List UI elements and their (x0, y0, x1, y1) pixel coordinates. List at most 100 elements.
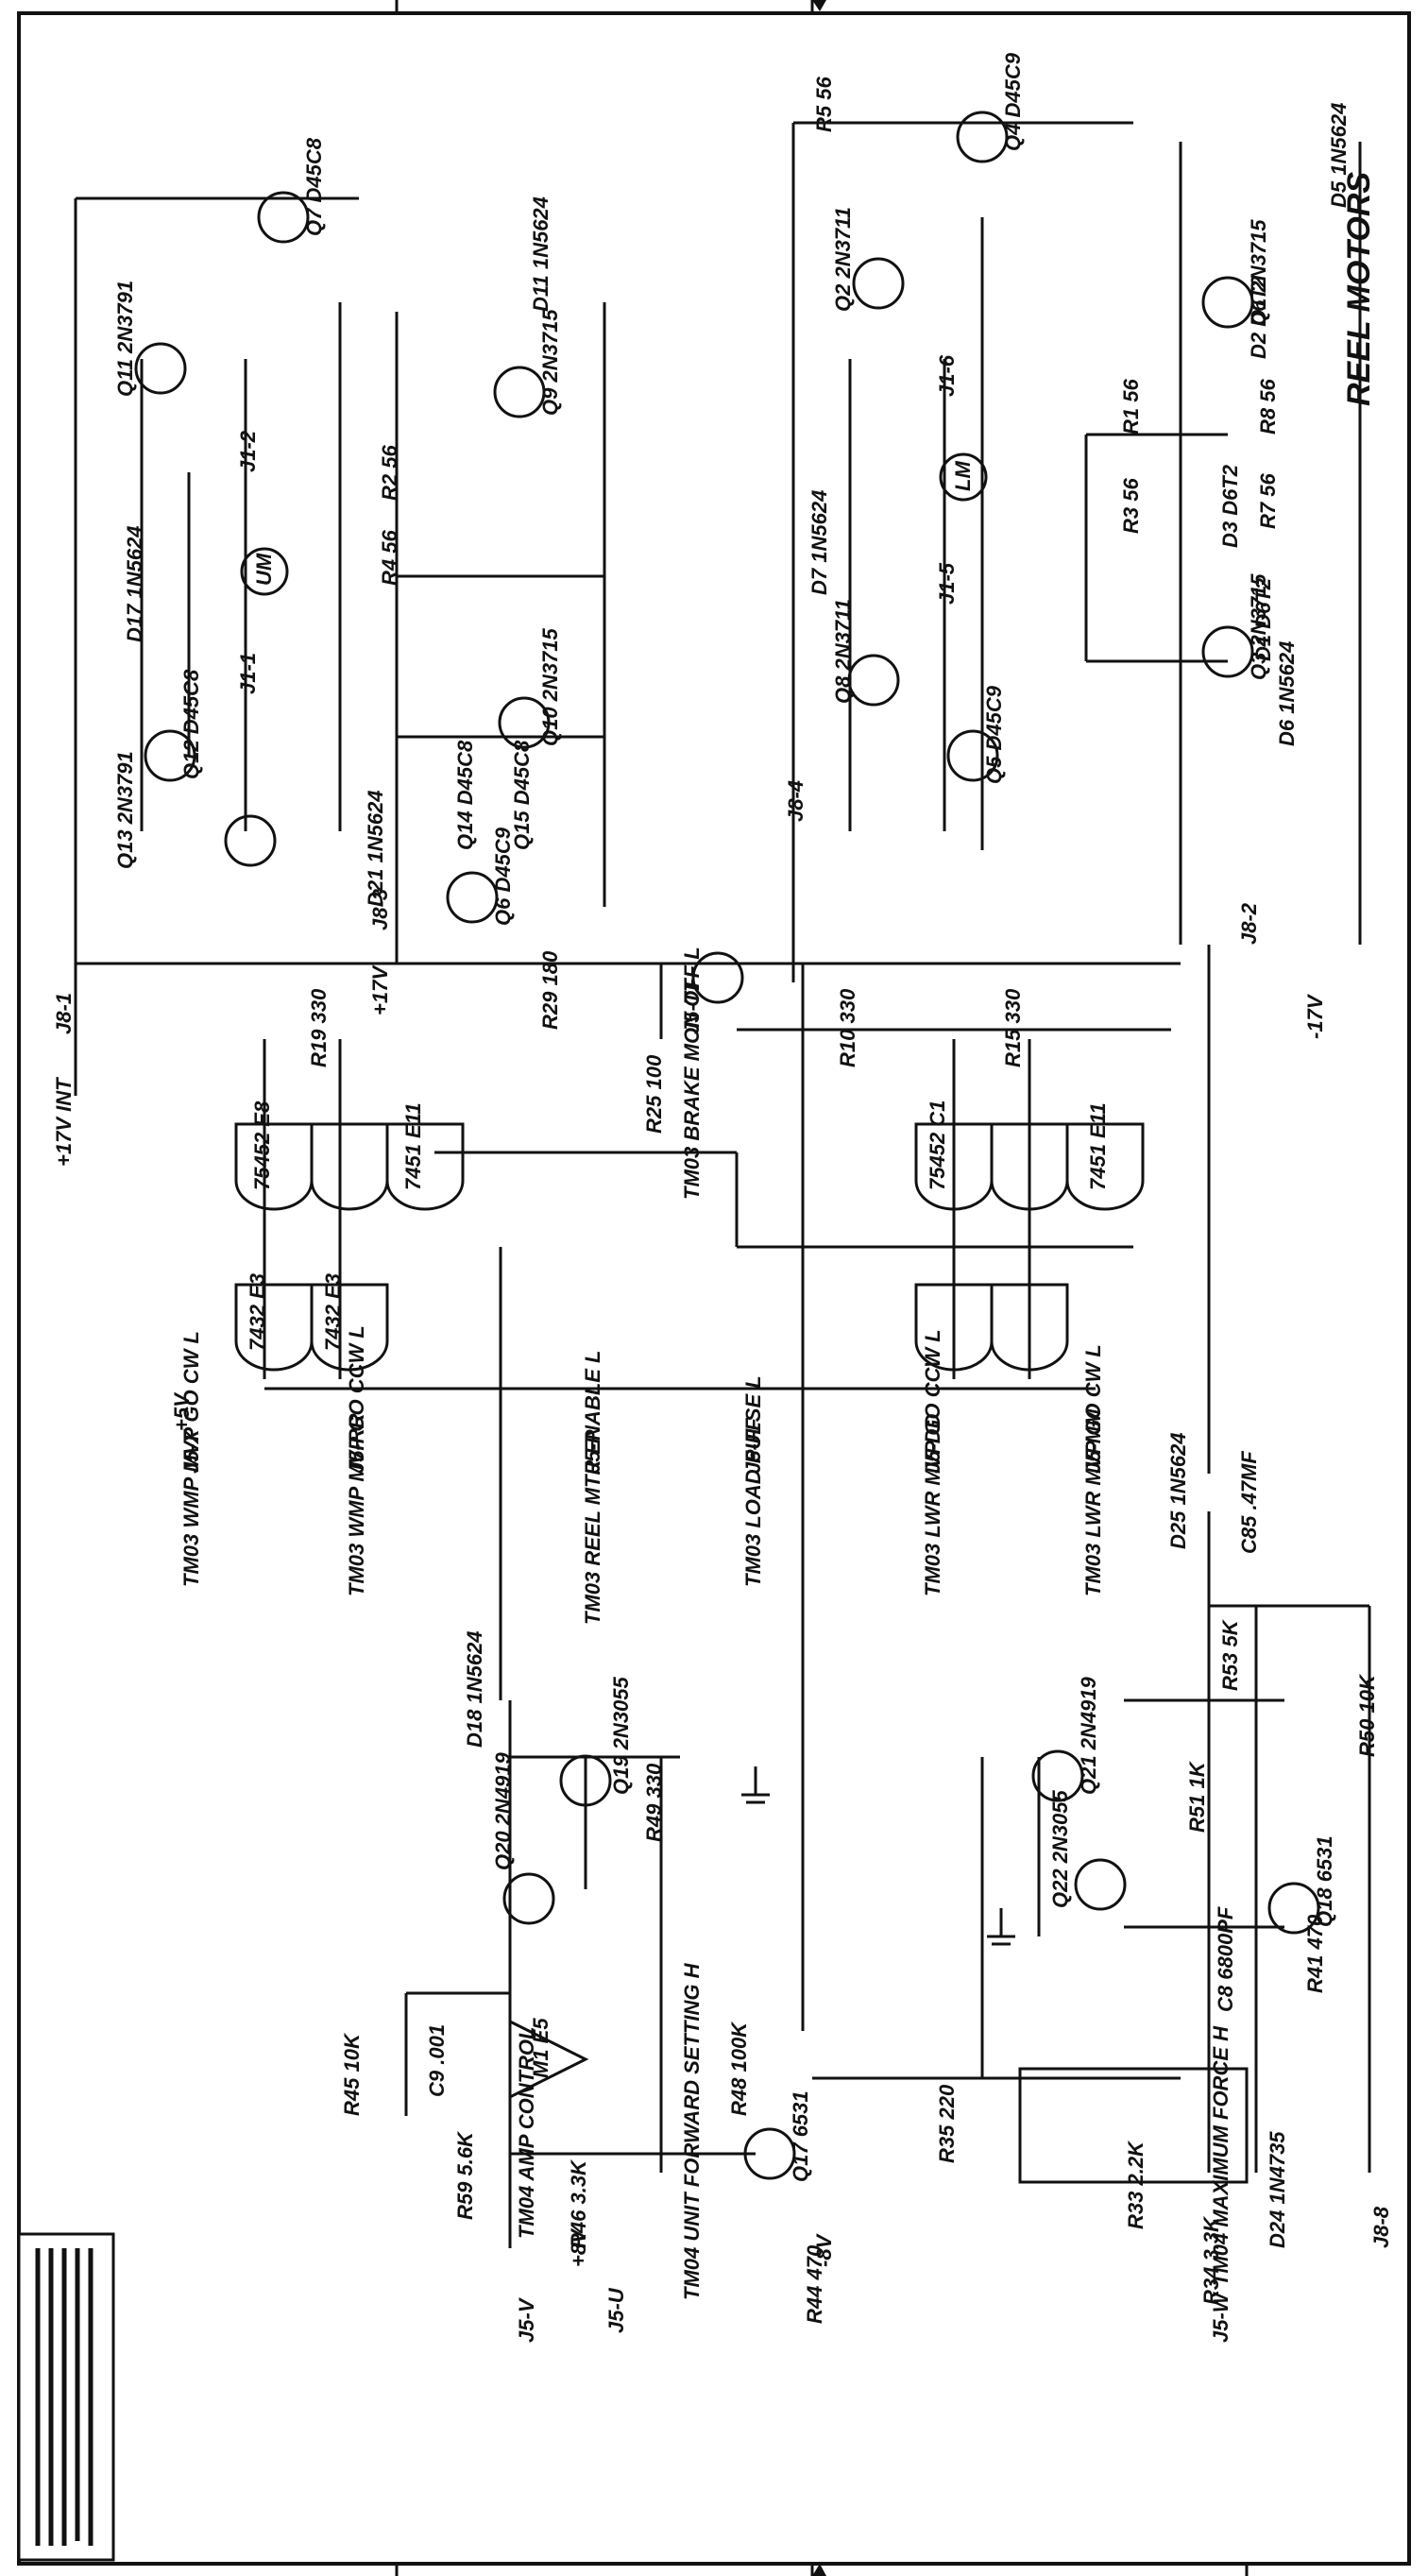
svg-text:D3 D6T2: D3 D6T2 (1218, 464, 1242, 548)
connector-j5-p: J5-P (581, 1429, 604, 1474)
rail-17v: +17V (368, 964, 392, 1015)
svg-text:7432 E3: 7432 E3 (246, 1273, 269, 1351)
schematic-wiring (74, 121, 1371, 2248)
svg-text:R19 330: R19 330 (307, 988, 331, 1067)
svg-text:Q3 2N3715: Q3 2N3715 (1247, 573, 1270, 680)
signal-label-lwr-cw: TM03 LWR MVP GO CW L (1081, 1344, 1105, 1596)
signal-label-max-force: TM04 MAXIMUM FORCE H (1209, 2025, 1232, 2286)
svg-text:R44 470: R44 470 (803, 2244, 826, 2324)
connector-j1-1: J1-1 (236, 653, 260, 694)
svg-text:R10 330: R10 330 (836, 988, 859, 1067)
connector-j8-2: J8-2 (1237, 902, 1261, 945)
copyright-notice (17, 2232, 115, 2562)
svg-text:R50 10K: R50 10K (1355, 1673, 1379, 1757)
connector-j1-6: J1-6 (935, 354, 959, 397)
svg-text:7451 E11: 7451 E11 (401, 1102, 425, 1190)
svg-text:7451 E11: 7451 E11 (1086, 1102, 1110, 1190)
svg-text:D5 1N5624: D5 1N5624 (1327, 103, 1351, 208)
connector-j8-1: J8-1 (52, 993, 76, 1034)
signal-label-wmp-ccw: TM03 WMP MVP GO CCW L (345, 1325, 368, 1596)
rail-17v-int-upper: +17V INT (52, 1077, 76, 1167)
connector-j5-x: J5-X (179, 1428, 203, 1474)
motor-um-label: UM (252, 553, 276, 586)
connector-j5-mm: J5-MM (1081, 1408, 1105, 1474)
svg-text:R34 3.3K: R34 3.3K (1199, 2215, 1223, 2305)
svg-text:D7 1N5624: D7 1N5624 (808, 490, 831, 595)
signal-label-brake-mon: TM03 BRAKE MON OFF L (680, 947, 704, 1200)
gate-symbols (234, 1122, 1145, 1372)
rail-5v: +5V (170, 1391, 194, 1431)
svg-text:Q22 2N3055: Q22 2N3055 (1048, 1789, 1072, 1908)
signal-label-lwr-ccw: TM03 LWR MVP GO CCW L (921, 1329, 944, 1596)
svg-text:D24 1N4735: D24 1N4735 (1266, 2131, 1289, 2248)
motor-lm-label: LM (951, 461, 975, 491)
svg-text:D2 D6T2: D2 D6T2 (1247, 275, 1270, 359)
svg-text:Q14 D45C8: Q14 D45C8 (453, 740, 477, 850)
svg-text:Q20 2N4919: Q20 2N4919 (491, 1751, 515, 1870)
rail-8v: +8V (567, 2227, 590, 2267)
svg-text:R7 56: R7 56 (1256, 473, 1280, 529)
svg-text:C8 6800PF: C8 6800PF (1214, 1906, 1237, 2012)
svg-text:Q15 D45C8: Q15 D45C8 (510, 740, 534, 850)
svg-text:Q18 6531: Q18 6531 (1313, 1835, 1336, 1927)
svg-text:Q9 2N3715: Q9 2N3715 (538, 309, 562, 416)
svg-text:Q10 2N3715: Q10 2N3715 (538, 627, 562, 746)
connector-j5-v: J5-V (515, 2296, 538, 2343)
connector-j5-dd: J5-DD (921, 1413, 944, 1474)
svg-text:D25 1N5624: D25 1N5624 (1166, 1432, 1190, 1549)
svg-text:Q19 2N3055: Q19 2N3055 (609, 1676, 633, 1795)
diagram-title: REEL MOTORS (1341, 172, 1377, 406)
svg-text:R5 56: R5 56 (812, 77, 836, 132)
svg-text:Q6 D45C9: Q6 D45C9 (491, 827, 515, 926)
connector-j1-5: J1-5 (935, 562, 959, 605)
svg-text:Q8 2N3711: Q8 2N3711 (831, 599, 855, 704)
signal-label-wmp-cw: TM03 WMP MVP GO CW L (179, 1331, 203, 1587)
svg-text:D1 D6T2: D1 D6T2 (1251, 577, 1275, 661)
svg-text:M1 E5: M1 E5 (529, 2018, 552, 2078)
svg-text:R46 3.3K: R46 3.3K (567, 2158, 590, 2248)
rail-neg8v: -8V (812, 2232, 836, 2267)
svg-text:R51 1K: R51 1K (1185, 1760, 1209, 1833)
svg-text:R59 5.6K: R59 5.6K (453, 2130, 477, 2220)
svg-text:Q7 D45C8: Q7 D45C8 (302, 137, 326, 236)
svg-text:Q1 2N3715: Q1 2N3715 (1247, 219, 1270, 326)
rail-neg17v: -17V (1303, 993, 1327, 1039)
connector-j8-8: J8-8 (1369, 2206, 1393, 2248)
svg-text:Q21 2N4919: Q21 2N4919 (1077, 1676, 1100, 1795)
svg-text:R35 220: R35 220 (935, 2084, 959, 2163)
svg-text:R4 56: R4 56 (378, 530, 401, 586)
svg-text:R29 180: R29 180 (538, 950, 562, 1030)
svg-text:D21 1N5624: D21 1N5624 (364, 790, 387, 907)
connector-j8-4: J8-4 (784, 780, 808, 822)
svg-text:R33 2.2K: R33 2.2K (1124, 2140, 1148, 2229)
svg-text:R2 56: R2 56 (378, 445, 401, 501)
svg-text:75452 E8: 75452 E8 (250, 1100, 274, 1190)
svg-text:Q5 D45C9: Q5 D45C9 (982, 685, 1006, 784)
connector-j8-3: J8-3 (368, 889, 392, 930)
svg-text:R48 100K: R48 100K (727, 2021, 751, 2116)
svg-text:D18 1N5624: D18 1N5624 (463, 1630, 486, 1748)
svg-text:Q4 D45C9: Q4 D45C9 (1001, 52, 1025, 151)
svg-text:R15 330: R15 330 (1001, 988, 1025, 1067)
connector-j1-2: J1-2 (236, 430, 260, 472)
svg-text:Q2 2N3711: Q2 2N3711 (831, 207, 855, 312)
svg-text:Q13 2N3791: Q13 2N3791 (113, 751, 137, 869)
connector-j5-ff: J5-FF (741, 1418, 765, 1474)
connector-j5-w: J5-W (1209, 2291, 1232, 2343)
svg-text:C85 .47MF: C85 .47MF (1237, 1451, 1261, 1554)
svg-text:R1 56: R1 56 (1119, 379, 1143, 435)
svg-text:D11 1N5624: D11 1N5624 (529, 196, 552, 312)
border-zone-marks (395, 0, 1249, 2576)
svg-text:R8 56: R8 56 (1256, 379, 1280, 435)
component-labels: Q1 2N3715 Q2 2N3711 Q3 2N3715 Q4 D45C9 Q… (113, 52, 1379, 2324)
connector-j5-u: J5-U (604, 2287, 628, 2333)
connector-j5-rr: J5-RR (345, 1413, 368, 1474)
signal-label-amp-control: TM04 AMP CONTROL (515, 2027, 538, 2239)
svg-text:R49 330: R49 330 (642, 1763, 666, 1842)
svg-text:R53 5K: R53 5K (1218, 1618, 1242, 1691)
svg-text:D6 1N5624: D6 1N5624 (1275, 641, 1299, 746)
signal-label-reel-enable: TM03 REEL MTR ENABLE L (581, 1350, 604, 1625)
svg-text:Q11 2N3791: Q11 2N3791 (113, 281, 137, 397)
signal-label-unit-forward: TM04 UNIT FORWARD SETTING H (680, 1962, 704, 2300)
